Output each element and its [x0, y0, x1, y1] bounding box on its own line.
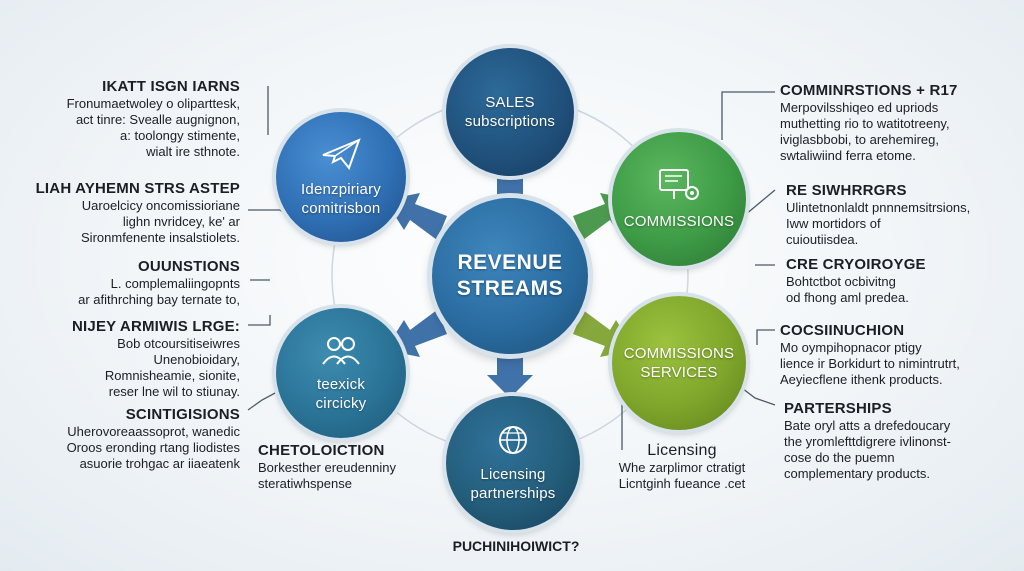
right-block-5-line-2: the yromlefttdigrere ivlinonst- [784, 434, 951, 449]
right-block-4: COCSIINUCHION Mo oympihopnacor ptigy lie… [780, 322, 1016, 388]
left-block-2-line-1: Uaroelcicy oncomissioriane [81, 198, 240, 213]
globe-icon [497, 424, 529, 461]
node-bottom-right-label-2: SERVICES [640, 364, 718, 381]
left-block-4-line-1: Bob otcoursitiseiwres [117, 336, 240, 351]
arrow-bottom [487, 350, 533, 398]
node-bottom-left-label-2: circicky [315, 394, 367, 412]
right-block-1-line-4: swtaliwiind ferra etome. [780, 148, 916, 163]
left-block-3-line-2: ar afithrching bay ternate to, [78, 292, 240, 307]
right-block-1-title: COMMINRSTIONS + R17 [780, 82, 958, 99]
node-top-label-1: SALES [485, 94, 535, 111]
right-block-2-line-2: Iww mortidors of [786, 216, 881, 231]
right-block-4-line-3: Aeyiecflene ithenk products. [780, 372, 943, 387]
left-block-3-title: OUUNSTIONS [137, 258, 240, 275]
node-bottom-left: teexick circicky [276, 308, 406, 438]
left-block-4-line-2: Unenobioidary, [153, 352, 240, 367]
right-block-1-line-1: Merpovilsshiqeo ed upriods [780, 100, 939, 115]
bottom-question: PUCHINIHOIWICT? [452, 538, 580, 554]
node-top-right-commissions: COMMISSIONS [612, 132, 746, 266]
node-bottom-left-label-1: teexick [316, 375, 366, 393]
left-block-5-line-3: asuorie trohgac ar iiaeatenk [79, 456, 240, 471]
left-block-3-line-1: L. complemaliingopnts [110, 276, 240, 291]
arrow-bottom-left [385, 310, 447, 357]
node-top-left: Idenzpiriary comitrisbon [276, 112, 406, 242]
right-block-2-title: RE SIWHRRGRS [786, 182, 907, 199]
right-block-5-line-1: Bate oryl atts a drefedoucary [784, 418, 951, 433]
right-block-2-line-1: Ulintetnonlaldt pnnnemsitrsions, [786, 200, 971, 215]
mid-block-right-line-1: Whe zarplimor ctratigt [618, 460, 746, 475]
mid-block-left-line-1: Borkesther ereudenniny [258, 460, 397, 475]
left-block-2-line-3: Sironmfenente insalstiolets. [81, 230, 240, 245]
center-label-2: STREAMS [456, 277, 564, 300]
presentation-gear-icon [656, 167, 702, 208]
left-block-4: NIJEY ARMIWIS LRGE: Bob otcoursitiseiwre… [10, 318, 240, 400]
right-block-1-line-3: iviglasbbobi, to arehemireg, [780, 132, 939, 147]
left-block-5: SCINTIGISIONS Uherovoreaassoprot, wanedi… [10, 406, 240, 472]
right-block-2-line-3: cuioutiisdea. [786, 232, 859, 247]
right-connectors [621, 91, 776, 450]
right-block-3-title: CRE CRYOIROYGE [786, 256, 926, 273]
left-block-1-line-3: a: toolongy stimente, [120, 128, 240, 143]
node-top-label-2: subscriptions [464, 113, 556, 130]
left-block-5-title: SCINTIGISIONS [125, 406, 240, 423]
right-block-1-line-2: muthetting rio to watitotreeny, [780, 116, 950, 131]
left-block-2: LIAH AYHEMN STRS ASTEP Uaroelcicy oncomi… [10, 180, 240, 246]
right-block-3: CRE CRYOIROYGE Bohtctbot ocbivitng od fh… [786, 256, 1016, 306]
paper-plane-icon [321, 137, 361, 176]
right-block-3-line-1: Bohtctbot ocbivitng [786, 274, 896, 289]
mid-block-left-title: CHETOLOICTION [258, 442, 385, 459]
left-block-1-title: IKATT ISGN IARNS [102, 78, 240, 95]
left-block-5-line-1: Uherovoreaassoprot, wanedic [67, 424, 240, 439]
node-bottom-right-services: COMMISSIONS SERVICES [612, 296, 746, 430]
right-block-2: RE SIWHRRGRS Ulintetnonlaldt pnnnemsitrs… [786, 182, 1016, 248]
right-block-5-line-3: cose do the puemn [784, 450, 895, 465]
left-block-1: IKATT ISGN IARNS Fronumaetwoley o olipar… [10, 78, 240, 160]
left-block-1-line-1: Fronumaetwoley o oliparttesk, [66, 96, 240, 111]
node-top-left-label-2: comitrisbon [301, 199, 381, 217]
right-block-4-line-1: Mo oympihopnacor ptigy [780, 340, 922, 355]
left-block-4-title: NIJEY ARMIWIS LRGE: [72, 318, 240, 335]
mid-block-right-title: Licensing [647, 442, 717, 459]
node-center-revenue-streams: REVENUE STREAMS [432, 198, 588, 354]
node-bottom-right-label-1: COMMISSIONS [623, 345, 735, 362]
left-block-4-line-3: Romnisheamie, sionite, [104, 368, 240, 383]
left-block-2-title: LIAH AYHEMN STRS ASTEP [35, 180, 240, 197]
people-icon [320, 334, 362, 371]
mid-block-right: Licensing Whe zarplimor ctratigt Licntgi… [592, 442, 772, 492]
left-block-4-line-4: reser lne wil to stiunay. [108, 384, 240, 399]
left-block-1-line-2: act tinre: Svealle augnignon, [75, 112, 240, 127]
mid-block-left: CHETOLOICTION Borkesther ereudenniny ste… [258, 442, 438, 492]
right-block-1: COMMINRSTIONS + R17 Merpovilsshiqeo ed u… [780, 82, 1016, 164]
right-block-5-title: PARTERSHIPS [784, 400, 892, 417]
node-bottom-label-1: Licensing [480, 465, 546, 483]
node-bottom-licensing: Licensing partnerships [446, 396, 580, 530]
left-block-2-line-2: lighn nvridcey, ke' ar [122, 214, 240, 229]
center-label-1: REVENUE [457, 251, 563, 274]
arrow-top-left [385, 193, 447, 240]
left-block-1-line-4: wialt ire sthnote. [146, 144, 240, 159]
node-top-left-label-1: Idenzpiriary [301, 180, 381, 198]
left-block-3: OUUNSTIONS L. complemaliingopnts ar afit… [10, 258, 240, 308]
mid-block-left-line-2: steratiwhspense [258, 476, 352, 491]
node-top-sales: SALES subscriptions [446, 48, 574, 176]
right-block-5-line-4: complementary products. [784, 466, 930, 481]
right-block-4-line-2: lience ir Borkidurt to nimintrutrt, [780, 356, 960, 371]
node-bottom-label-2: partnerships [470, 484, 556, 502]
left-block-5-line-2: Oroos eronding rtang liodistes [66, 440, 240, 455]
mid-block-right-line-2: Licntginh fueance .cet [618, 476, 746, 491]
right-block-5: PARTERSHIPS Bate oryl atts a drefedoucar… [784, 400, 1016, 482]
node-top-right-label-1: COMMISSIONS [623, 213, 735, 230]
right-block-4-title: COCSIINUCHION [780, 322, 905, 339]
right-block-3-line-2: od fhong aml predea. [786, 290, 909, 305]
